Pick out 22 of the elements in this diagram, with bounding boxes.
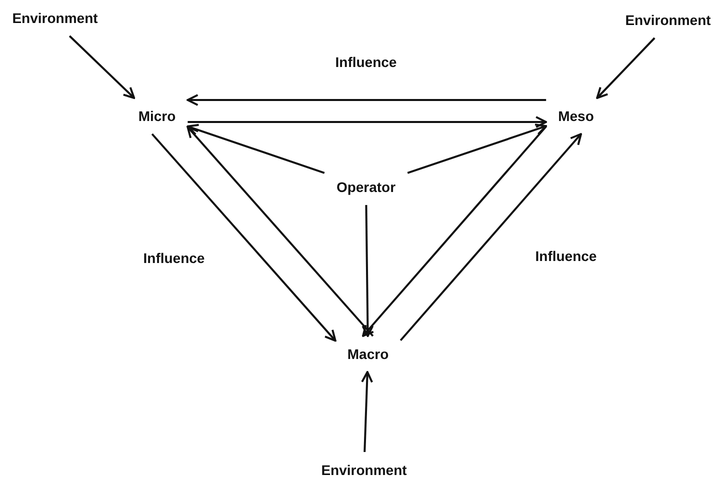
arrow xyxy=(186,94,546,106)
node-label: Environment xyxy=(12,10,98,26)
node-label: Environment xyxy=(625,12,711,28)
arrow xyxy=(362,126,547,337)
arrow xyxy=(407,124,548,174)
influence-label: Influence xyxy=(335,54,397,70)
arrow xyxy=(151,133,336,342)
node-label: Micro xyxy=(138,108,176,124)
arrow xyxy=(186,124,325,174)
arrow xyxy=(362,204,374,337)
arrow xyxy=(596,37,656,99)
node-label: Environment xyxy=(321,462,407,478)
node-label: Operator xyxy=(336,179,396,195)
arrow xyxy=(400,133,582,342)
influence-label: Influence xyxy=(143,250,205,266)
arrow xyxy=(68,35,136,99)
arrow xyxy=(188,116,548,128)
influence-label: Influence xyxy=(535,248,597,264)
node-label: Macro xyxy=(347,346,389,362)
node-label: Meso xyxy=(558,108,594,124)
arrow xyxy=(186,126,374,337)
arrow xyxy=(361,371,374,452)
